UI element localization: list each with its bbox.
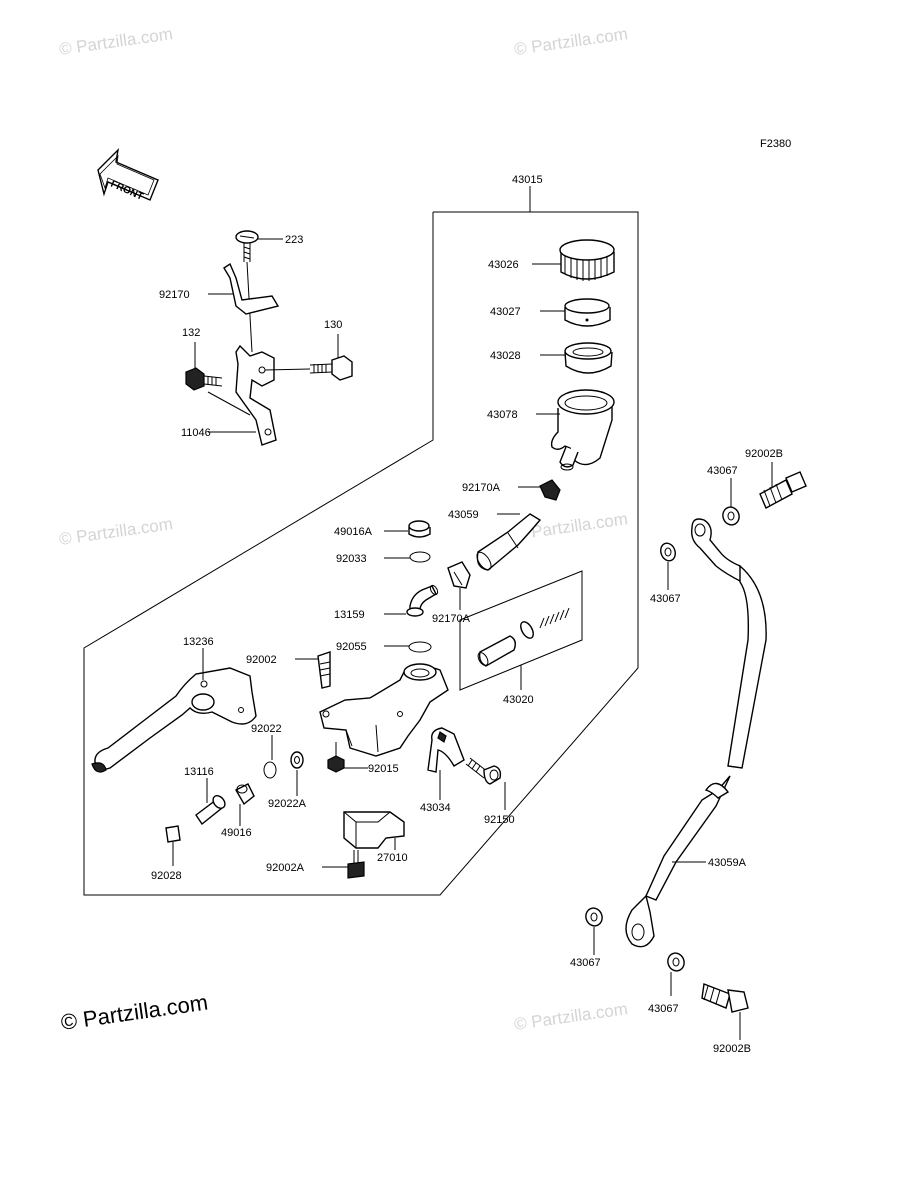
label-43078: 43078 xyxy=(487,409,518,421)
label-92002b-bottom: 92002B xyxy=(713,1043,751,1055)
pivot-pin-icon xyxy=(195,795,226,826)
label-13116: 13116 xyxy=(184,766,214,778)
hose-clamp-icon-top xyxy=(539,479,561,501)
screw-icon-223 xyxy=(235,230,259,262)
reservoir-assembly-outline xyxy=(83,186,639,896)
dust-boot-icon xyxy=(235,783,255,806)
label-43015: 43015 xyxy=(512,174,543,186)
piston-kit-outline xyxy=(459,570,583,691)
reservoir-hose-icon xyxy=(476,513,542,571)
label-43067-c: 43067 xyxy=(570,957,601,969)
label-49016a: 49016A xyxy=(334,526,373,538)
label-43027: 43027 xyxy=(490,306,521,318)
watermark-5: © Partzilla.com xyxy=(513,999,629,1034)
clutch-switch-icon xyxy=(343,811,405,849)
clamp-bolt-icon xyxy=(465,757,502,785)
label-132: 132 xyxy=(182,327,200,339)
label-92015: 92015 xyxy=(368,763,399,775)
end-cap-icon xyxy=(165,825,181,843)
reservoir-tank-icon xyxy=(550,389,615,471)
label-223: 223 xyxy=(285,234,303,246)
label-43028: 43028 xyxy=(490,350,521,362)
label-43067-a: 43067 xyxy=(707,465,738,477)
watermark-2: © Partzilla.com xyxy=(513,24,629,59)
label-43026: 43026 xyxy=(488,259,519,271)
diaphragm-icon xyxy=(564,342,613,374)
label-11046: 11046 xyxy=(181,427,211,439)
sealing-washer-icon-d xyxy=(667,952,685,972)
label-43020: 43020 xyxy=(503,694,534,706)
clutch-hose-icon xyxy=(625,518,767,948)
clutch-lever-icon xyxy=(91,667,257,773)
label-13236: 13236 xyxy=(183,636,214,648)
label-92170: 92170 xyxy=(159,289,190,301)
label-43059a: 43059A xyxy=(708,857,747,869)
label-92150: 92150 xyxy=(484,814,515,826)
bolt-icon-130 xyxy=(309,355,353,381)
watermark-main: © Partzilla.com xyxy=(59,990,209,1035)
label-92002a: 92002A xyxy=(266,862,305,874)
label-43067-b: 43067 xyxy=(650,593,681,605)
banjo-bolt-icon-top xyxy=(759,471,807,509)
diaphragm-plate-icon xyxy=(564,298,611,327)
label-92033: 92033 xyxy=(336,553,367,565)
front-arrow-icon: FRONT xyxy=(97,147,159,203)
label-49016: 49016 xyxy=(221,827,252,839)
piston-kit-icon xyxy=(477,607,570,667)
reservoir-cap-icon xyxy=(559,239,615,281)
figure-code: F2380 xyxy=(760,138,791,150)
circlip-icon xyxy=(409,551,431,563)
handlebar-clamp-icon xyxy=(427,727,465,773)
switch-screw-icon xyxy=(347,850,365,879)
watermark-1: © Partzilla.com xyxy=(58,24,174,59)
screw-icon-92002 xyxy=(317,651,331,689)
bracket-icon xyxy=(235,344,277,446)
label-92002b-top: 92002B xyxy=(745,448,783,460)
sealing-washer-icon-b xyxy=(660,542,676,562)
sealing-washer-icon-c xyxy=(585,907,603,927)
label-43059: 43059 xyxy=(448,509,479,521)
snap-ring-icon xyxy=(263,761,277,779)
hose-clamp-icon-lower xyxy=(447,561,471,589)
rubber-cap-icon xyxy=(408,520,431,538)
label-27010: 27010 xyxy=(377,852,408,864)
label-43034: 43034 xyxy=(420,802,451,814)
label-13159: 13159 xyxy=(334,609,365,621)
hose-fitting-icon xyxy=(406,584,439,617)
label-92170a-lower: 92170A xyxy=(432,613,471,625)
watermark-3: © Partzilla.com xyxy=(58,514,174,549)
master-cylinder-body-icon xyxy=(319,663,449,757)
sealing-washer-icon-a xyxy=(722,506,740,526)
banjo-bolt-icon-bottom xyxy=(701,983,749,1013)
bracket-clamp-icon xyxy=(223,262,280,315)
label-43067-d: 43067 xyxy=(648,1003,679,1015)
label-92055: 92055 xyxy=(336,641,367,653)
label-92028: 92028 xyxy=(151,870,182,882)
o-ring-icon xyxy=(408,641,432,653)
label-130: 130 xyxy=(324,319,342,331)
label-92002: 92002 xyxy=(246,654,277,666)
label-92170a-top: 92170A xyxy=(462,482,501,494)
bolt-icon-132 xyxy=(185,367,223,391)
label-92022: 92022 xyxy=(251,723,282,735)
label-92022a: 92022A xyxy=(268,798,307,810)
nut-icon-92015 xyxy=(327,755,345,773)
washer-icon-92022a xyxy=(290,751,304,769)
